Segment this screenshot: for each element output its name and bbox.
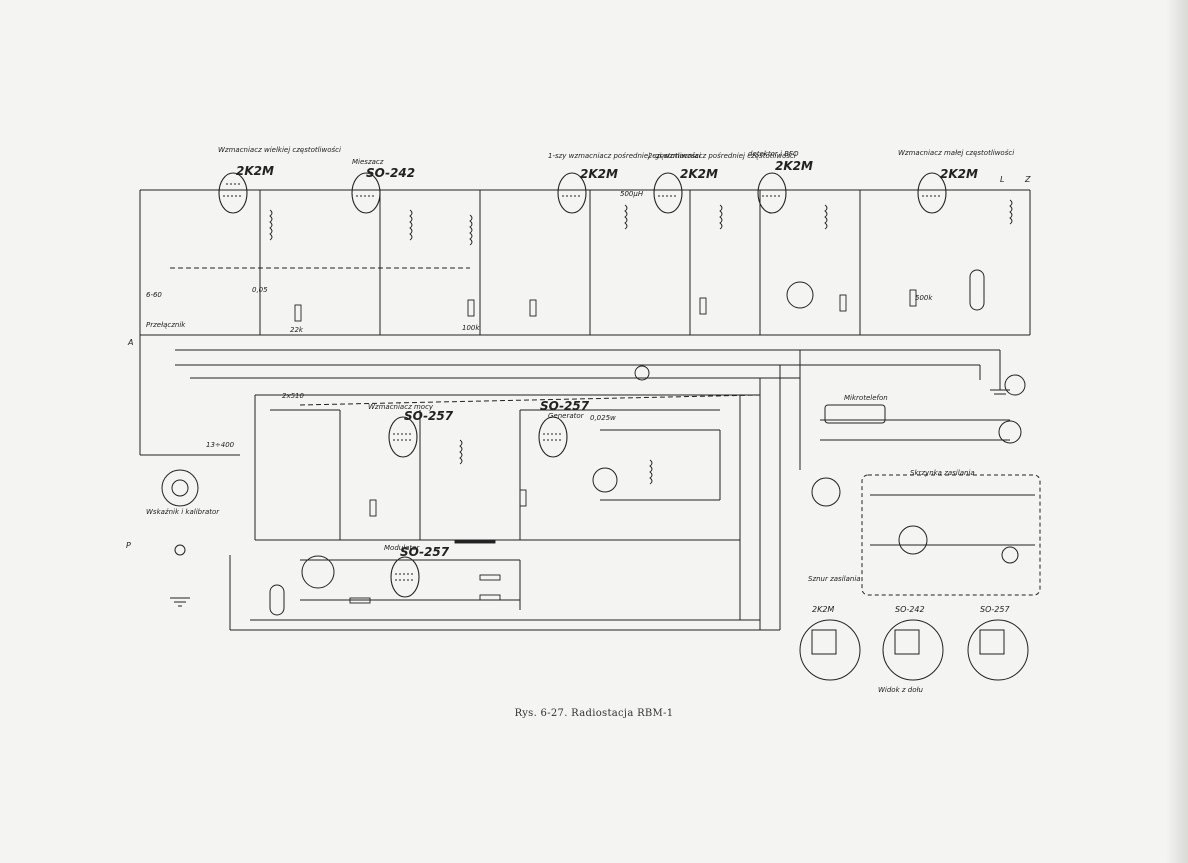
value-cap-13-400: 13÷400 [206, 441, 235, 449]
tube-if1-icon [557, 172, 587, 214]
value-cap-2x510: 2x510 [282, 392, 305, 400]
tube-if2-icon [653, 172, 683, 214]
mixer-tube-label: SO-242 [366, 166, 415, 180]
pilot-lamp-icon [174, 544, 186, 556]
oscillator-title: Generator [548, 412, 585, 420]
af-amp-title: Wzmacniacz małej częstotliwości [898, 149, 1014, 157]
power-amp-title: Wzmacniacz mocy [368, 403, 434, 411]
indicator-dial-icon [161, 469, 199, 507]
if2-title: 2-gi wzmacniacz pośredniej częstotliwośc… [648, 152, 796, 160]
detector-title: detektor i BFO [748, 150, 799, 158]
power-amp-tube-label: SO-257 [404, 409, 454, 423]
value-res-0-025w: 0,025w [590, 414, 616, 422]
tuning-meter-icon [634, 365, 650, 381]
modulator-title: Modulator [384, 544, 420, 552]
tube-power-amp-icon [388, 416, 418, 458]
value-res-100k: 100k [462, 324, 480, 332]
range-switch-icon [301, 555, 335, 589]
value-cap-0-05: 0,05 [252, 286, 268, 294]
terminal-a-label: A [127, 338, 133, 347]
pinout-label-2: SO-242 [895, 605, 925, 614]
detector-tube-label: 2K2M [775, 159, 813, 173]
terminal-z-label: Z [1024, 175, 1031, 184]
tube-rf-amp-icon [218, 172, 248, 214]
tube-mixer-icon [351, 172, 381, 214]
mixer-title: Mieszacz [352, 158, 384, 166]
if1-title: 1-szy wzmacniacz pośredniej częstotliwoś… [548, 152, 701, 160]
figure-caption: Rys. 6-27. Radiostacja RBM-1 [514, 708, 674, 719]
power-socket-icon [811, 477, 841, 507]
power-box-label: Skrzynka zasilania [910, 469, 975, 477]
pinout-so257-icon [967, 619, 1029, 681]
value-res-22k: 22k [290, 326, 304, 334]
pinout-so242-icon [882, 619, 944, 681]
detector-switch-icon [786, 281, 814, 309]
fuse-icon [1001, 546, 1019, 564]
oscillator-tube-label: SO-257 [540, 399, 590, 413]
bottom-view-label: Widok z dołu [878, 686, 924, 694]
microphone-connector-icon [998, 420, 1022, 444]
if1-tube-label: 2K2M [580, 167, 618, 181]
tube-modulator-icon [390, 556, 420, 598]
microtelephone-label: Mikrotelefon [844, 394, 888, 402]
rectifier-tube-icon [592, 467, 618, 493]
page-edge-shadow [1166, 0, 1188, 863]
value-cap-6-60: 6-60 [146, 291, 162, 299]
af-amp-tube-label: 2K2M [940, 167, 978, 181]
value-ind-500uh: 500μH [620, 190, 644, 198]
terminal-l-label: L [1000, 175, 1004, 184]
pinout-2k2m-icon [799, 619, 861, 681]
tube-af-amp-icon [917, 172, 947, 214]
rf-amp-title: Wzmacniacz wielkiej częstotliwości [218, 146, 341, 154]
modulator-tube-label: SO-257 [400, 545, 450, 559]
if2-tube-label: 2K2M [680, 167, 718, 181]
tube-oscillator-icon [538, 416, 568, 458]
power-cord-label: Sznur zasilania [808, 575, 861, 583]
pinout-label-1: 2K2M [812, 605, 834, 614]
headset-connector-icon [1004, 374, 1026, 396]
switch-label: Przełącznik [146, 321, 186, 329]
rf-amp-tube-label: 2K2M [236, 164, 274, 178]
value-res-500k: 500k [915, 294, 933, 302]
tube-detector-icon [757, 172, 787, 214]
pinout-label-3: SO-257 [980, 605, 1010, 614]
terminal-p-label: P [126, 541, 131, 550]
indicator-label: Wskaźnik i kalibrator [146, 508, 220, 516]
power-box-socket-icon [898, 525, 928, 555]
handset-icon [824, 404, 886, 424]
